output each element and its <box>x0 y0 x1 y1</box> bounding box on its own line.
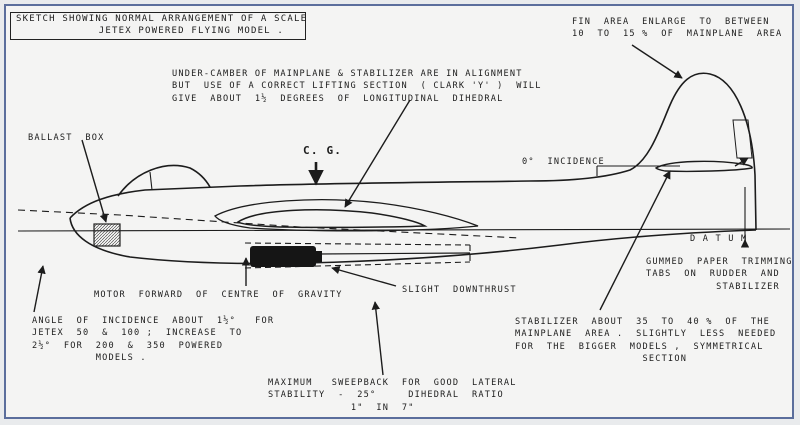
under-camber-arrow <box>344 99 411 208</box>
zero-incidence-arrow <box>734 157 749 167</box>
under-camber-label: UNDER-CAMBER OF MAINPLANE & STABILIZER A… <box>172 69 542 104</box>
angle-of-incidence-label: ANGLE OF INCIDENCE ABOUT 1½° FOR JETEX 5… <box>32 316 275 364</box>
title-box <box>10 12 306 40</box>
zero-incidence-label: 0° INCIDENCE <box>522 157 605 167</box>
rudder-trim-tab <box>732 119 753 159</box>
cg-label: C. G. <box>303 144 343 157</box>
zero-incidence-leader <box>596 165 680 176</box>
wing-airfoil-section <box>236 209 428 229</box>
ballast-box <box>93 223 121 247</box>
sweepback-arrow <box>371 301 384 376</box>
diagram-title: SKETCH SHOWING NORMAL ARRANGEMENT OF A S… <box>16 14 308 36</box>
tailplane-airfoil <box>654 160 753 173</box>
slight-downthrust-arrow <box>331 266 397 287</box>
incidence-dashed-line <box>17 209 521 239</box>
angle-of-incidence-arrow <box>33 265 46 313</box>
ballast-box-arrow <box>81 139 108 223</box>
ballast-box-label: BALLAST BOX <box>28 133 105 143</box>
motor-tube <box>317 252 471 255</box>
motor-forward-label: MOTOR FORWARD OF CENTRE OF GRAVITY <box>94 290 343 300</box>
canopy-frame <box>149 171 153 191</box>
diagram-frame <box>4 4 794 419</box>
wing-root-outline <box>214 199 479 232</box>
canopy-outline <box>117 164 211 197</box>
stabilizer-area-label: STABILIZER ABOUT 35 TO 40 % OF THE MAINP… <box>515 317 777 365</box>
fuselage-upper-outline <box>69 72 757 231</box>
fuselage-lower-outline <box>69 217 757 265</box>
gummed-paper-label: GUMMED PAPER TRIMMING TABS ON RUDDER AND… <box>646 257 793 292</box>
jetex-motor-nozzle <box>314 251 322 262</box>
slight-downthrust-label: SLIGHT DOWNTHRUST <box>402 285 517 295</box>
stabilizer-area-arrow <box>599 170 671 311</box>
datum-label: D A T U M <box>690 234 748 244</box>
fin-area-label: FIN AREA ENLARGE TO BETWEEN 10 TO 15 % O… <box>572 17 783 40</box>
fin-area-arrow <box>631 44 683 79</box>
sweepback-label: MAXIMUM SWEEPBACK FOR GOOD LATERAL STABI… <box>268 378 517 413</box>
motor-dashed-outline <box>244 242 471 269</box>
jetex-motor <box>250 246 316 267</box>
